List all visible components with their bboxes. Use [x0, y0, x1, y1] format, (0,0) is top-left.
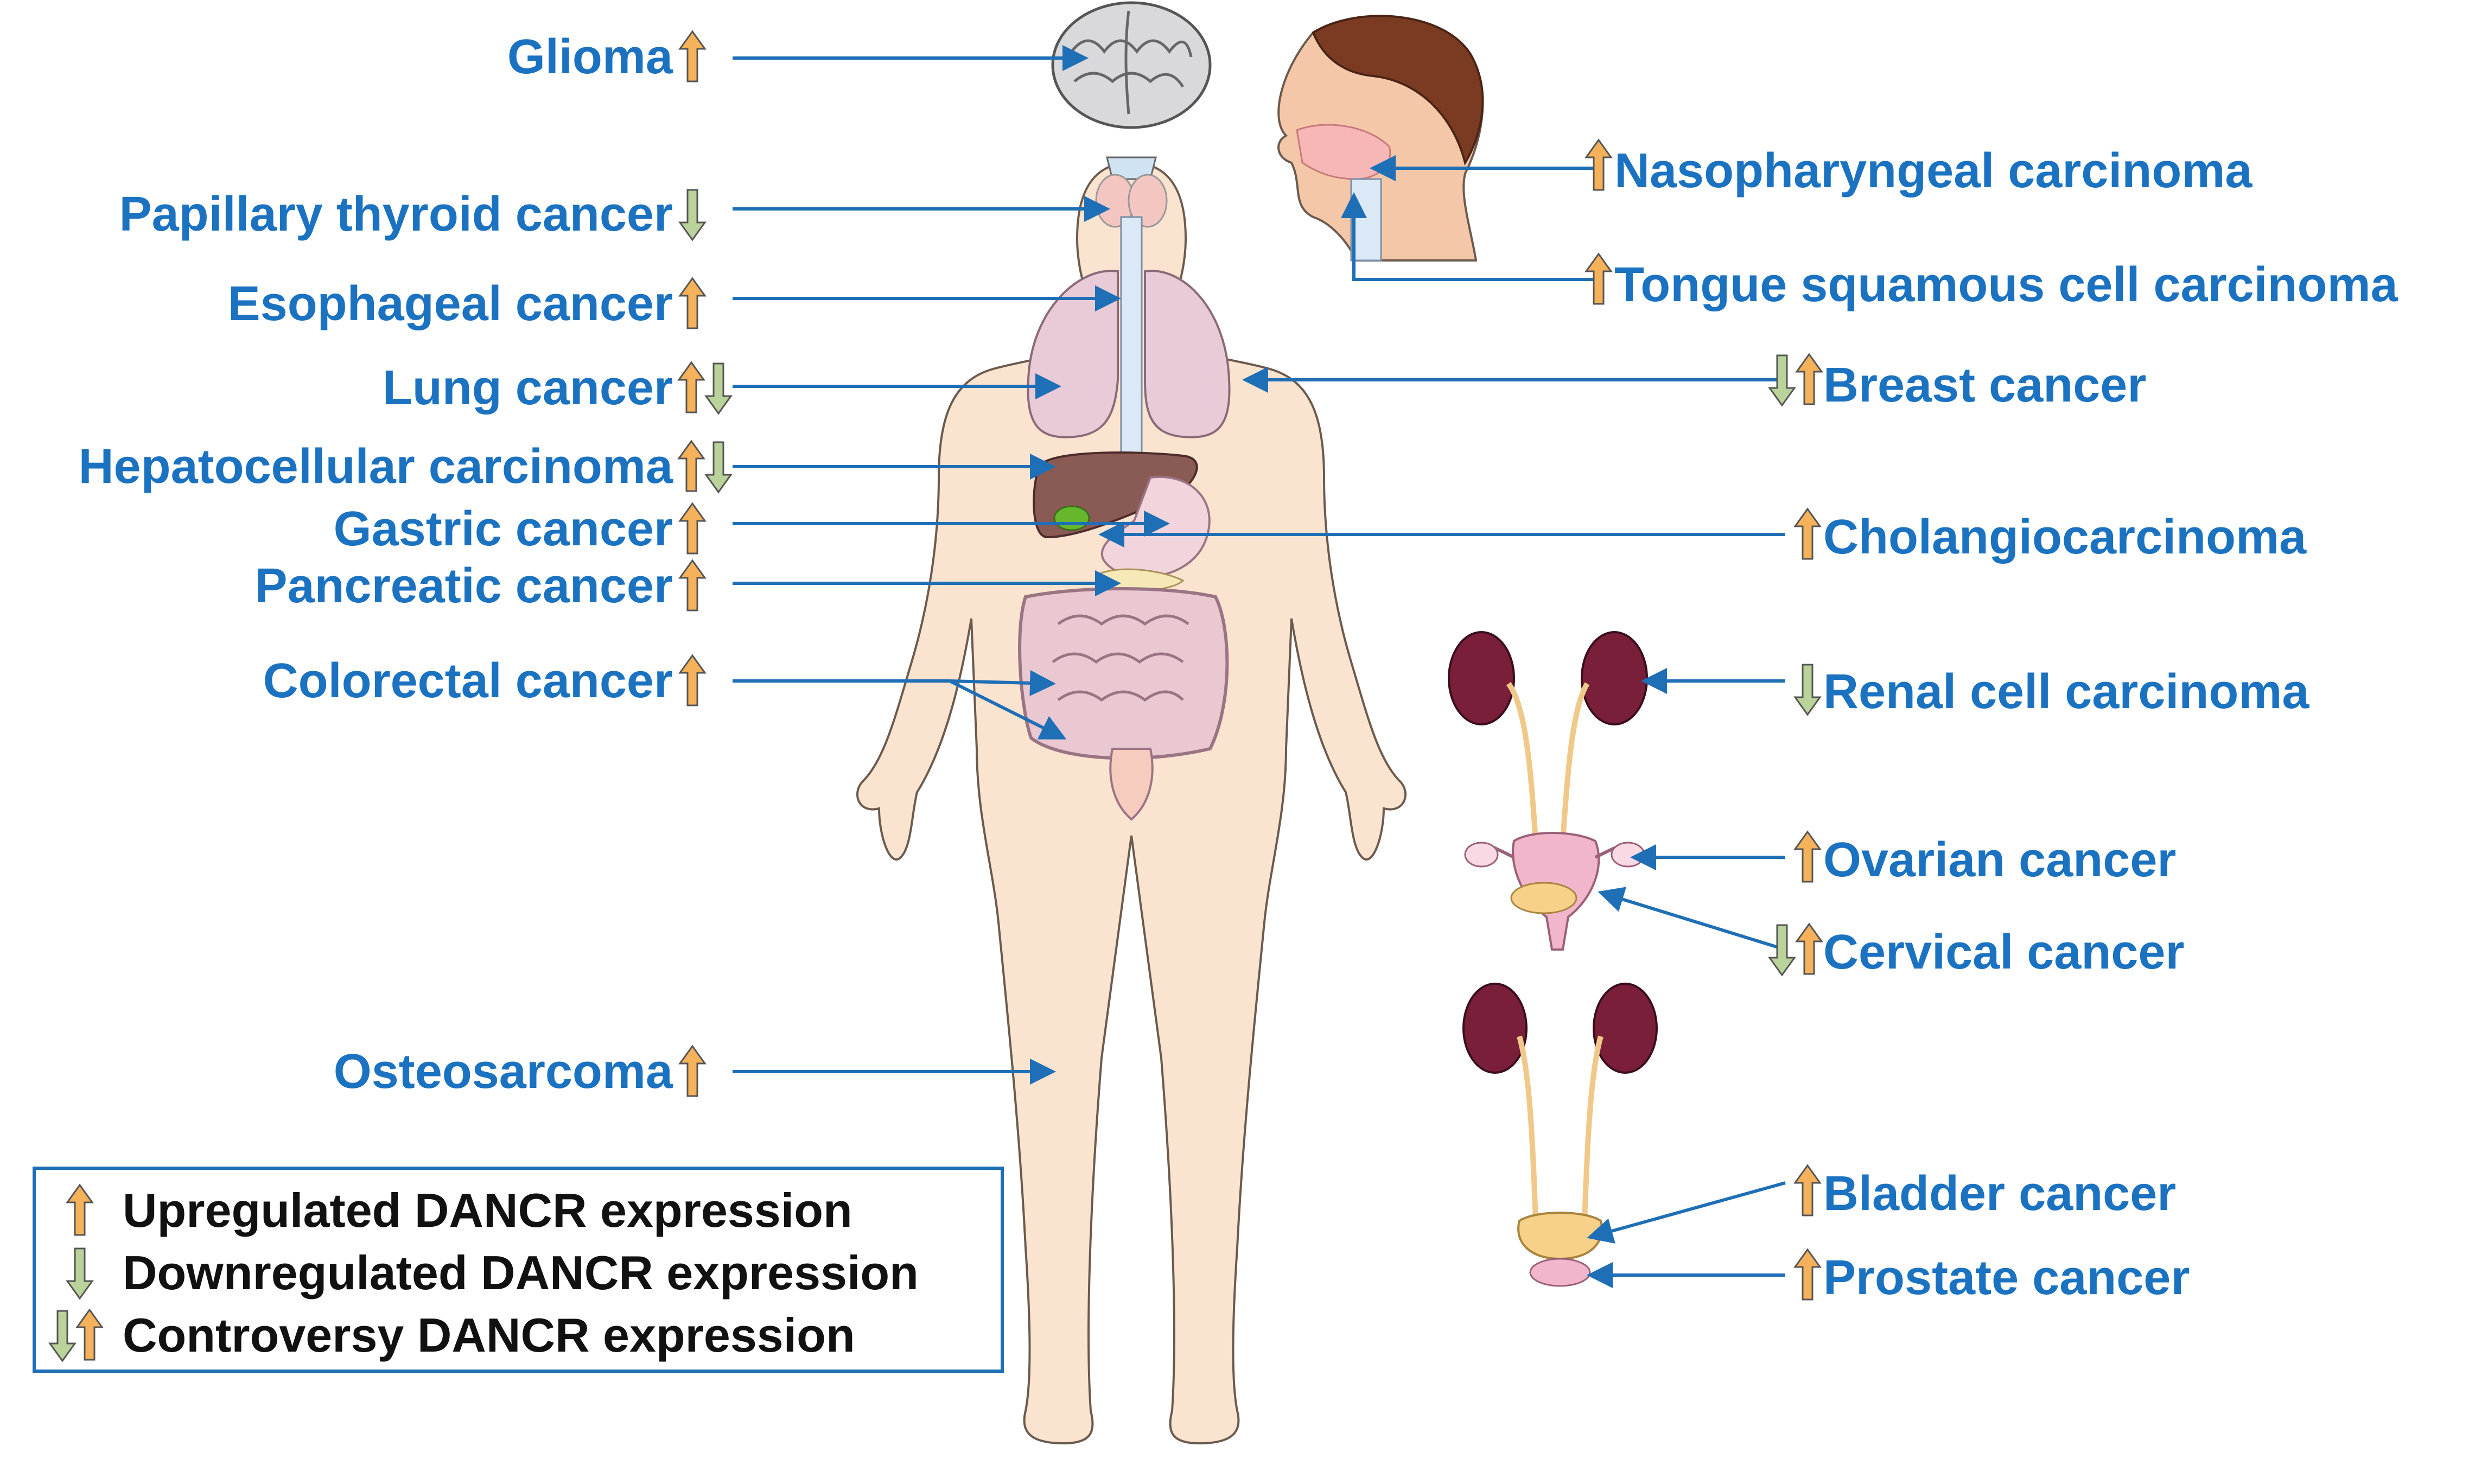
label-nasopharyngeal: Nasopharyngeal carcinoma	[1614, 144, 2252, 198]
label-lung: Lung cancer	[382, 361, 673, 415]
kidneys-upper	[1448, 631, 1648, 842]
bladder-prostate	[1517, 1212, 1603, 1287]
trachea	[1120, 216, 1143, 457]
label-gastric: Gastric cancer	[333, 502, 673, 556]
label-osteosarcoma: Osteosarcoma	[333, 1044, 673, 1099]
up-down-arrow-icon	[1768, 353, 1823, 407]
legend-down-text: Downregulated DANCR expression	[123, 1246, 919, 1300]
up-arrow-shape	[1795, 353, 1823, 405]
up-down-arrow-icon	[677, 440, 733, 494]
up-arrow-shape	[1793, 830, 1822, 883]
up-arrow-shape	[1585, 252, 1613, 305]
label-pancreatic: Pancreatic cancer	[254, 559, 673, 613]
up-arrow-icon	[678, 30, 707, 82]
down-arrow-shape	[48, 1310, 77, 1362]
up-arrow-shape	[75, 1308, 104, 1361]
up-arrow-shape	[678, 1044, 707, 1097]
up-arrow-icon	[1585, 138, 1613, 191]
up-arrow-shape	[678, 502, 707, 555]
up-down-arrow-icon	[677, 361, 733, 415]
label-glioma: Glioma	[507, 30, 673, 84]
leader-lines	[733, 45, 1786, 1288]
up-arrow-icon	[678, 559, 707, 612]
uterus-ovaries	[1464, 832, 1645, 951]
up-arrow-icon	[678, 1044, 707, 1097]
up-down-arrow-icon	[48, 1308, 104, 1362]
down-arrow-shape	[704, 441, 733, 494]
label-tongue: Tongue squamous cell carcinoma	[1614, 258, 2398, 312]
legend: Upregulated DANCR expression Downregulat…	[33, 1167, 1004, 1373]
up-arrow-shape	[1795, 922, 1823, 975]
up-arrow-icon	[1793, 507, 1822, 560]
up-arrow-icon	[1793, 830, 1822, 883]
label-cholangiocarcinoma: Cholangiocarcinoma	[1823, 510, 2307, 564]
up-arrow-shape	[678, 654, 707, 706]
up-arrow-icon	[678, 502, 707, 555]
up-arrow-icon	[1793, 1164, 1822, 1217]
label-cervical: Cervical cancer	[1823, 925, 2185, 979]
label-hepatocellular: Hepatocellular carcinoma	[78, 440, 673, 494]
brain	[1051, 1, 1212, 129]
up-arrow-shape	[1793, 1164, 1822, 1217]
up-arrow-icon	[678, 277, 707, 329]
down-arrow-shape	[66, 1247, 94, 1300]
up-arrow-shape	[678, 30, 707, 82]
down-arrow-shape	[678, 189, 707, 241]
up-arrow-shape	[677, 440, 705, 492]
down-arrow-shape	[1768, 354, 1796, 407]
up-arrow-shape	[66, 1183, 94, 1236]
up-down-arrow-icon	[1768, 922, 1823, 977]
down-arrow-shape	[1768, 924, 1796, 977]
label-bladder: Bladder cancer	[1823, 1167, 2177, 1221]
legend-controversy-text: Controversy DANCR expression	[123, 1308, 855, 1362]
label-colorectal: Colorectal cancer	[263, 654, 673, 708]
label-papillary-thyroid: Papillary thyroid cancer	[119, 187, 673, 241]
lungs	[1027, 270, 1231, 438]
down-arrow-shape	[704, 362, 733, 415]
label-ovarian: Ovarian cancer	[1823, 833, 2177, 887]
up-arrow-icon	[678, 654, 707, 706]
kidneys-lower	[1462, 983, 1658, 1221]
up-arrow-shape	[1793, 1248, 1822, 1301]
down-arrow-icon	[1793, 664, 1822, 716]
up-arrow-icon	[66, 1183, 94, 1236]
legend-up-text: Upregulated DANCR expression	[123, 1183, 852, 1237]
up-arrow-shape	[1585, 138, 1613, 191]
label-renal: Renal cell carcinoma	[1823, 665, 2309, 719]
up-arrow-icon	[1585, 252, 1613, 305]
head-profile	[1277, 15, 1484, 262]
label-esophageal: Esophageal cancer	[227, 277, 673, 331]
down-arrow-icon	[66, 1247, 94, 1300]
up-arrow-icon	[1793, 1248, 1822, 1301]
down-arrow-shape	[1793, 664, 1822, 716]
intestines	[1018, 587, 1229, 821]
up-arrow-shape	[678, 277, 707, 329]
up-arrow-shape	[678, 559, 707, 612]
up-arrow-shape	[1793, 507, 1822, 560]
label-breast: Breast cancer	[1823, 358, 2147, 412]
gallbladder	[1053, 505, 1090, 531]
down-arrow-icon	[678, 189, 707, 241]
up-arrow-shape	[677, 361, 705, 413]
label-prostate: Prostate cancer	[1823, 1251, 2190, 1305]
